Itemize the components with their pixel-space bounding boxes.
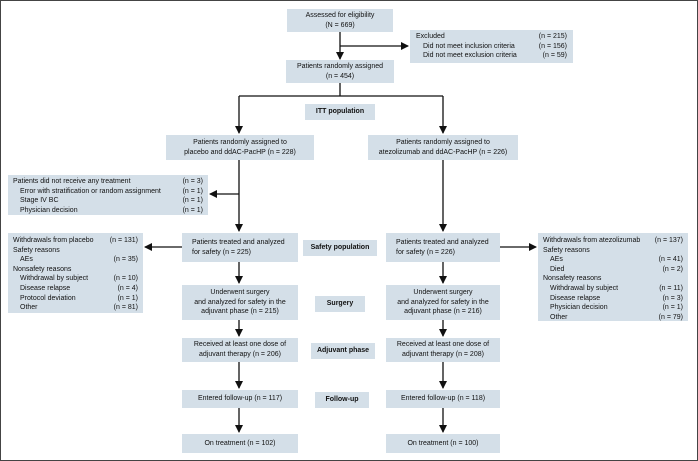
withdrawal-row: Safety reasons [13,246,60,254]
withdrawal-row: Nonsafety reasons [543,275,602,283]
withdrawal-row: Withdrawals from placebo(n = 131) [13,237,138,244]
placebo-on-treatment-box: On treatment (n = 102) [182,434,298,453]
placebo-adjuvant-box: Received at least one dose of adjuvant t… [182,338,298,362]
excluded-row: Excluded(n = 215) [416,33,567,40]
randomized-box: Patients randomly assigned (n = 454) [286,60,394,83]
no-treatment-row: Physician decision(n = 1) [20,206,203,214]
assessed-line2: (N = 669) [325,21,355,29]
followup-label: Follow-up [315,392,369,408]
excluded-row: Did not meet inclusion criteria(n = 156) [423,42,567,50]
withdrawal-row: Safety reasons [543,246,590,254]
atezo-assigned-box: Patients randomly assigned to atezolizum… [368,135,518,160]
atezo-followup-box: Entered follow-up (n = 118) [386,390,500,408]
atezo-adjuvant-box: Received at least one dose of adjuvant t… [386,338,500,362]
no-treatment-box: Patients did not receive any treatment(n… [8,175,208,215]
placebo-treated-box: Patients treated and analyzed for safety… [182,233,298,262]
withdrawal-row: Physician decision(n = 1) [550,304,683,312]
no-treatment-row: Patients did not receive any treatment(n… [13,178,203,185]
randomized-line2: (n = 454) [325,72,355,80]
surgery-label: Surgery [315,296,365,312]
assessed-box: Assessed for eligibility (N = 669) [287,9,393,32]
placebo-assigned-box: Patients randomly assigned to placebo an… [166,135,314,160]
randomized-line1: Patients randomly assigned [297,62,383,70]
withdrawal-row: Withdrawal by subject(n = 10) [20,275,138,283]
itt-population-label: ITT population [305,104,375,120]
no-treatment-row: Error with stratification or random assi… [20,187,203,195]
excluded-row: Did not meet exclusion criteria(n = 59) [423,52,567,60]
withdrawal-row: Nonsafety reasons [13,265,72,273]
excluded-box: Excluded(n = 215) Did not meet inclusion… [410,30,573,63]
atezo-withdrawals-box: Withdrawals from atezolizumab(n = 137) S… [538,233,688,321]
withdrawal-row: AEs(n = 41) [550,256,683,264]
assessed-line1: Assessed for eligibility [305,11,375,19]
withdrawal-row: Other(n = 81) [20,304,138,312]
no-treatment-row: Stage IV BC(n = 1) [20,197,203,205]
withdrawal-row: Withdrawals from atezolizumab(n = 137) [543,237,683,244]
withdrawal-row: Disease relapse(n = 4) [20,284,138,292]
atezo-on-treatment-box: On treatment (n = 100) [386,434,500,453]
withdrawal-row: Died(n = 2) [550,265,683,273]
placebo-withdrawals-box: Withdrawals from placebo(n = 131) Safety… [8,233,143,313]
withdrawal-row: Protocol deviation(n = 1) [20,294,138,302]
withdrawal-row: AEs(n = 35) [20,256,138,264]
safety-population-label: Safety population [303,240,377,256]
placebo-surgery-box: Underwent surgery and analyzed for safet… [182,285,298,320]
withdrawal-row: Withdrawal by subject(n = 11) [550,284,683,292]
withdrawal-row: Disease relapse(n = 3) [550,294,683,302]
placebo-followup-box: Entered follow-up (n = 117) [182,390,298,408]
atezo-treated-box: Patients treated and analyzed for safety… [386,233,500,262]
atezo-surgery-box: Underwent surgery and analyzed for safet… [386,285,500,320]
adjuvant-phase-label: Adjuvant phase [311,343,375,359]
withdrawal-row: Other(n = 79) [550,313,683,321]
